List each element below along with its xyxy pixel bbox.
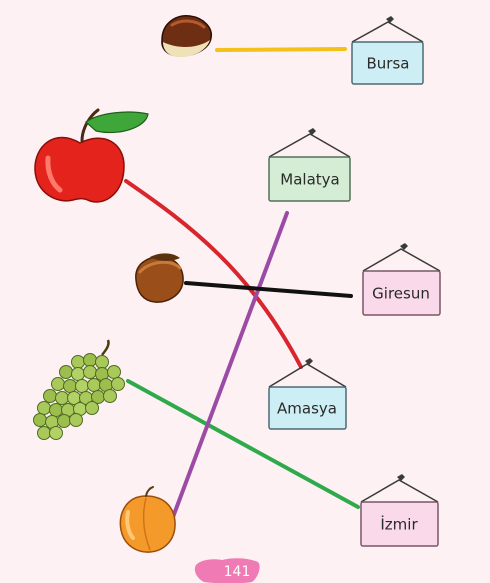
sign-bursa: Bursa [351, 16, 424, 85]
match-line-chestnut-bursa [215, 47, 347, 52]
match-line-apricot-malatya [171, 211, 289, 519]
page-number: 141 [224, 564, 251, 580]
sign-bursa-label: Bursa [367, 55, 410, 73]
sign-amasya-label: Amasya [277, 400, 337, 418]
sign-giresun-label: Giresun [372, 285, 430, 303]
sign-giresun: Giresun [362, 243, 441, 316]
match-line-hazelnut-giresun [184, 281, 353, 298]
apple-icon [34, 108, 149, 203]
match-line-apple-amasya [124, 179, 303, 369]
sign-izmir-label: İzmir [380, 515, 418, 534]
chestnut-icon [161, 14, 212, 58]
sign-malatya: Malatya [268, 128, 351, 202]
sign-malatya-label: Malatya [280, 171, 339, 189]
sign-izmir: İzmir [360, 474, 439, 547]
apricot-icon [119, 486, 176, 553]
match-line-grape-izmir [126, 379, 360, 509]
hazelnut-icon [135, 253, 184, 303]
page-number-badge: 141 [194, 558, 260, 583]
sign-amasya: Amasya [268, 358, 347, 430]
grape-icon [33, 339, 125, 440]
